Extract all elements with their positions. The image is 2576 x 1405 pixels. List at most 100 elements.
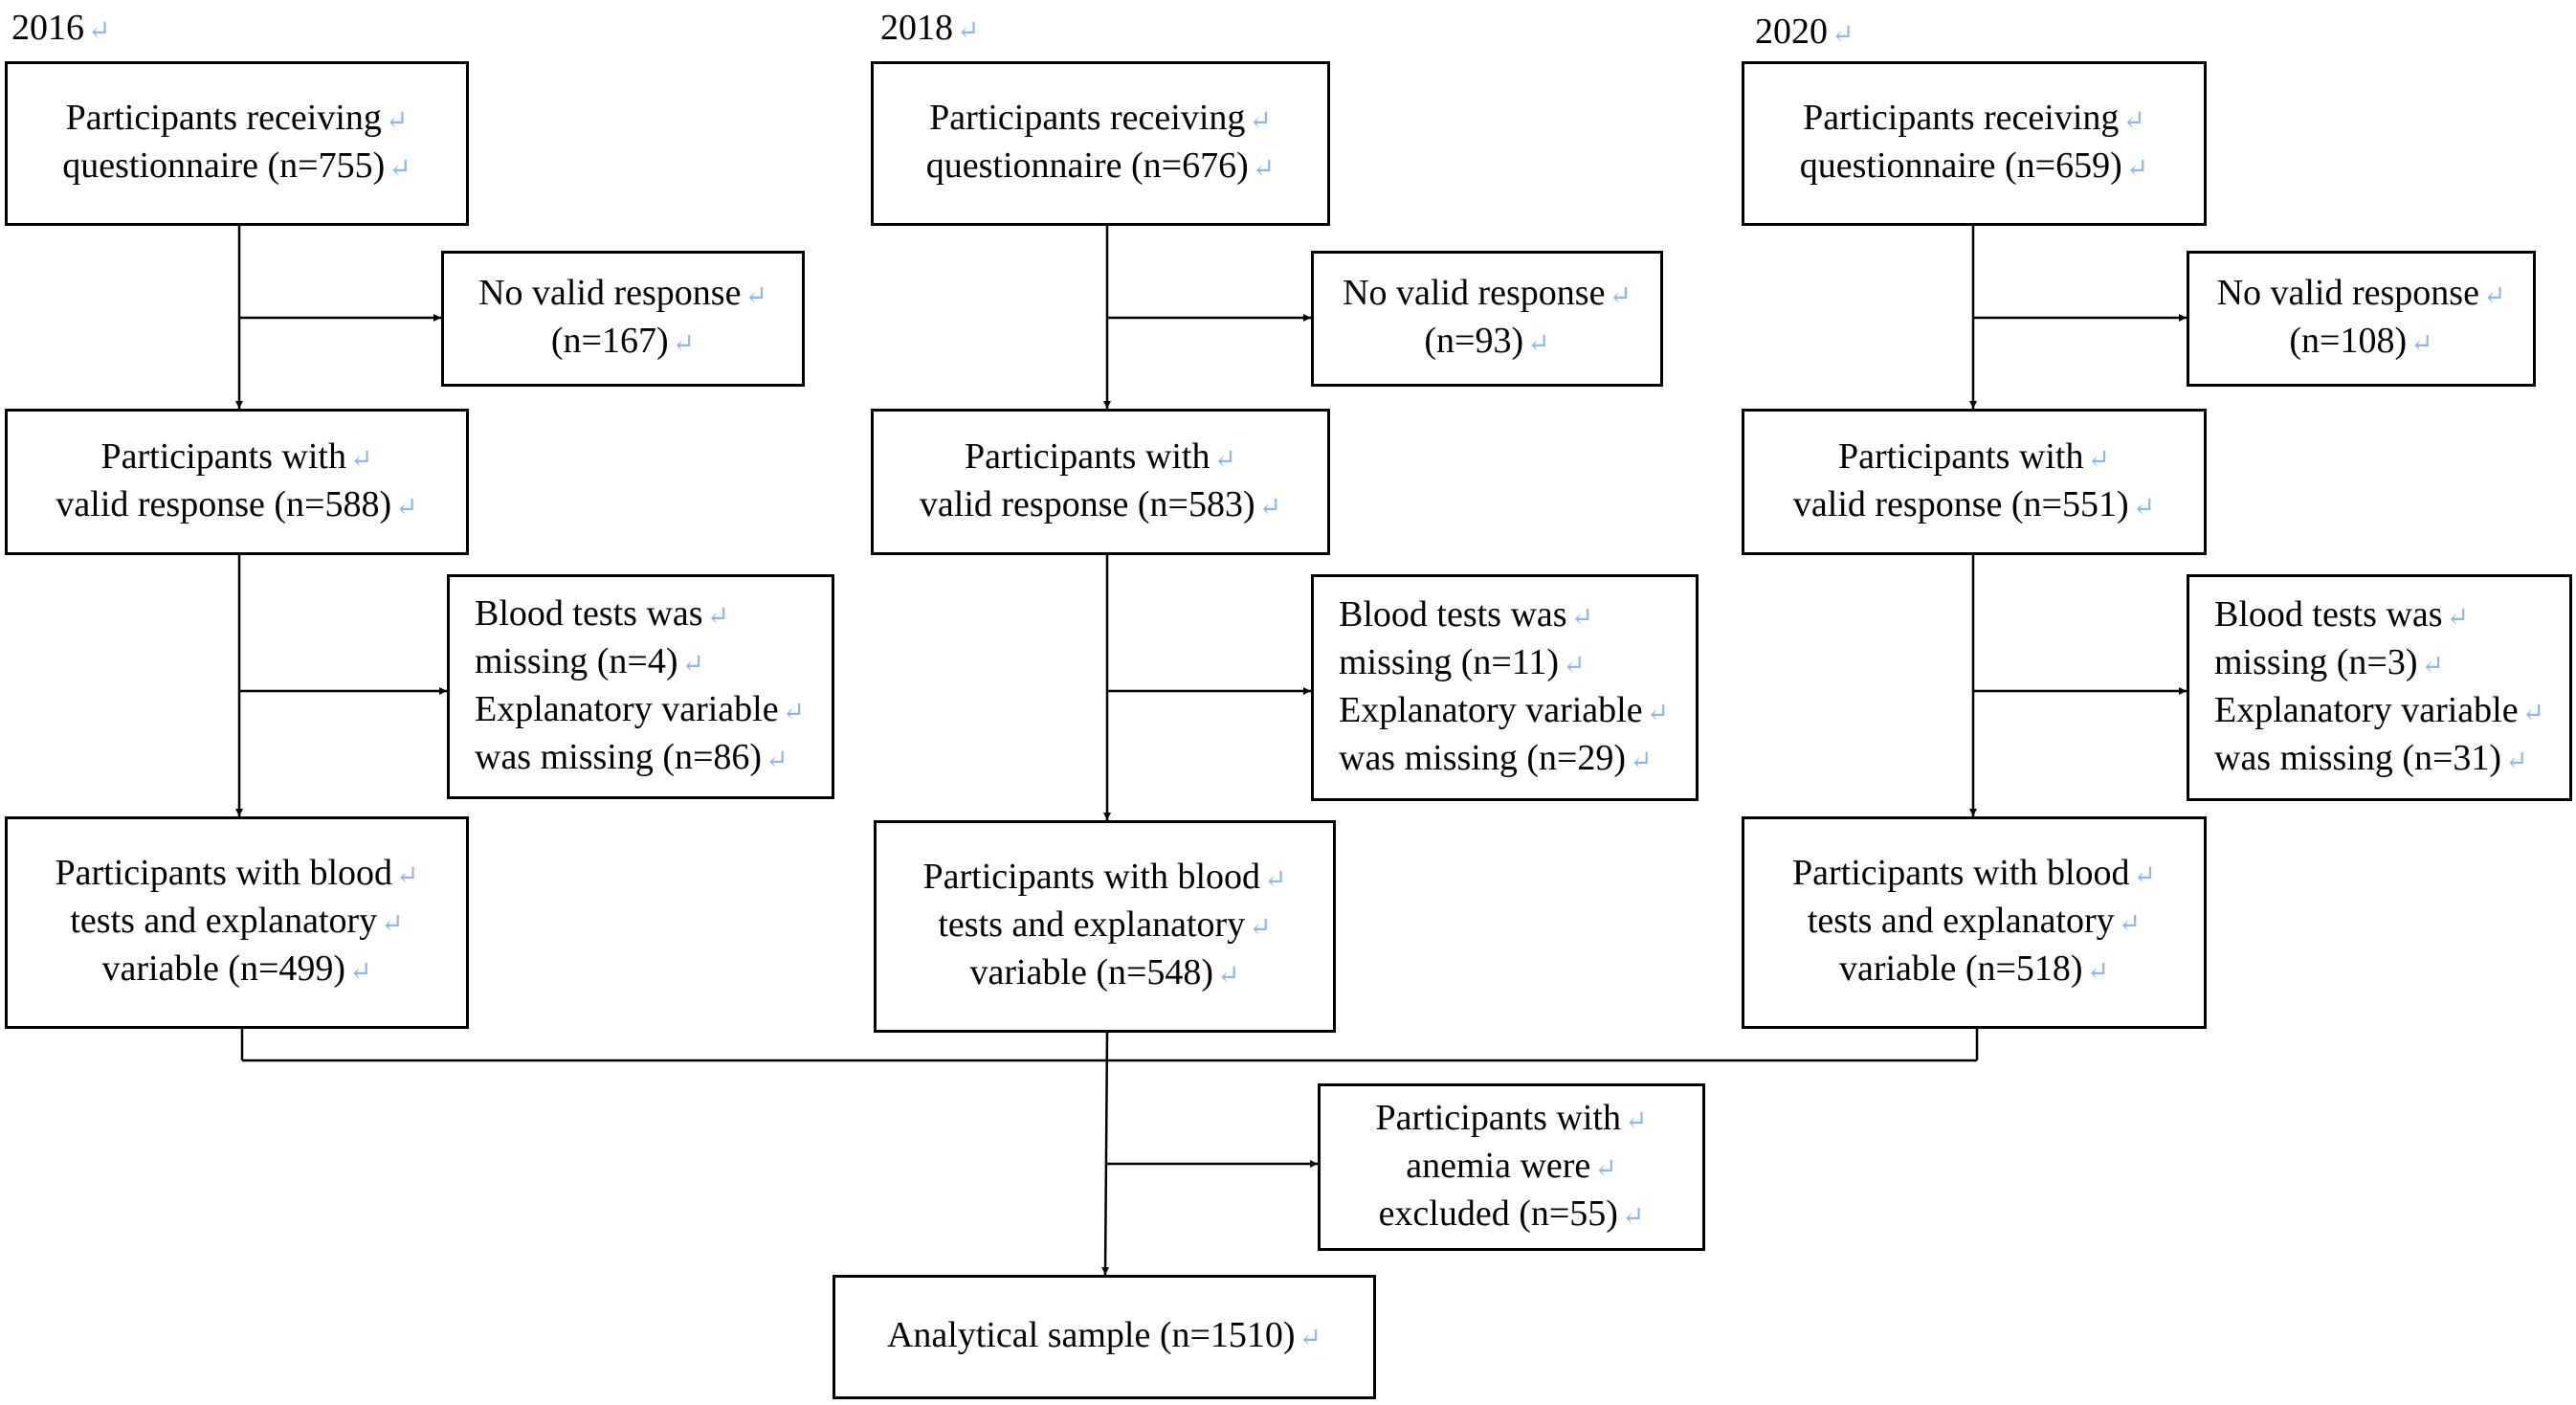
paragraph-mark: ↵ bbox=[381, 909, 404, 939]
box-text: Participants with bbox=[100, 435, 346, 477]
box-valid-2020: Participants with↵valid response (n=551)… bbox=[1742, 409, 2207, 555]
box-text: Participants with bbox=[965, 435, 1210, 477]
box-missing-2020: Blood tests was↵missing (n=3)↵Explanator… bbox=[2187, 574, 2572, 801]
box-text-line: Participants with blood↵ bbox=[923, 855, 1287, 903]
box-text-line: was missing (n=86)↵ bbox=[475, 735, 788, 783]
box-text-line: valid response (n=588)↵ bbox=[56, 482, 417, 530]
box-text-line: Participants receiving↵ bbox=[66, 96, 409, 144]
paragraph-mark: ↵ bbox=[1213, 444, 1236, 475]
paragraph-mark: ↵ bbox=[1625, 1105, 1648, 1136]
box-valid-2016: Participants with↵ valid response (n=588)… bbox=[5, 409, 469, 555]
paragraph-mark: ↵ bbox=[744, 281, 767, 311]
box-text-line: Participants with↵ bbox=[1838, 435, 2110, 482]
box-text-line: valid response (n=583)↵ bbox=[920, 482, 1281, 530]
box-text: Participants with blood bbox=[922, 857, 1261, 897]
box-text: Participants receiving bbox=[929, 98, 1246, 138]
box-text-line: (n=167)↵ bbox=[551, 319, 695, 367]
box-text: Participants with bbox=[1838, 435, 2084, 477]
box-text: excluded (n=55) bbox=[1378, 1193, 1618, 1234]
year-label-2018: 2018↵ bbox=[880, 8, 980, 48]
box-text: No valid response bbox=[2216, 273, 2479, 313]
paragraph-mark: ↵ bbox=[766, 745, 788, 775]
paragraph-mark: ↵ bbox=[385, 106, 409, 136]
box-text: Analytical sample (n=1510) bbox=[886, 1315, 1296, 1355]
box-text: Blood tests was bbox=[2214, 593, 2443, 635]
box-text-line: missing (n=11)↵ bbox=[1339, 640, 1586, 688]
paragraph-mark: ↵ bbox=[2122, 106, 2145, 136]
paragraph-mark: ↵ bbox=[1299, 1324, 1322, 1353]
box-text: questionnaire (n=659) bbox=[1799, 145, 2122, 186]
box-text-line: tests and explanatory↵ bbox=[1808, 899, 2141, 947]
paragraph-mark: ↵ bbox=[1630, 746, 1653, 776]
box-text: Participants with bbox=[1375, 1097, 1621, 1138]
year-label-2016: 2016↵ bbox=[11, 8, 111, 48]
box-text: Explanatory variable bbox=[2214, 689, 2519, 730]
box-text-line: Explanatory variable↵ bbox=[2214, 688, 2544, 736]
box-text-line: anemia were↵ bbox=[1406, 1144, 1617, 1192]
box-text-line: No valid response↵ bbox=[2217, 271, 2506, 319]
paragraph-mark: ↵ bbox=[1527, 329, 1550, 359]
box-text-line: Participants with blood↵ bbox=[1792, 851, 2156, 899]
box-text: Blood tests was bbox=[475, 592, 703, 634]
box-text-line: variable (n=499)↵ bbox=[101, 947, 371, 994]
box-text-line: was missing (n=31)↵ bbox=[2214, 736, 2528, 784]
box-text-line: variable (n=518)↵ bbox=[1839, 947, 2109, 994]
paragraph-mark: ↵ bbox=[2087, 444, 2110, 475]
paragraph-mark: ↵ bbox=[2125, 154, 2149, 184]
paragraph-mark: ↵ bbox=[389, 154, 411, 184]
box-text: No valid response bbox=[478, 273, 742, 313]
paragraph-mark: ↵ bbox=[1646, 698, 1670, 728]
paragraph-mark: ↵ bbox=[1252, 154, 1276, 184]
box-text: variable (n=548) bbox=[969, 952, 1214, 992]
paragraph-mark: ↵ bbox=[706, 601, 730, 632]
arrow-to-analytical bbox=[1101, 1032, 1110, 1276]
box-text: was missing (n=29) bbox=[1339, 737, 1627, 778]
box-text: Explanatory variable bbox=[475, 688, 779, 729]
box-text: missing (n=4) bbox=[475, 640, 678, 681]
box-text-line: (n=108)↵ bbox=[2289, 319, 2432, 367]
box-text: (n=93) bbox=[1424, 321, 1524, 361]
box-no-valid-2020: No valid response↵(n=108)↵ bbox=[2187, 251, 2536, 387]
box-text: Blood tests was bbox=[1339, 593, 1567, 635]
paragraph-mark: ↵ bbox=[681, 649, 704, 680]
paragraph-mark: ↵ bbox=[1570, 602, 1594, 633]
paragraph-mark: ↵ bbox=[2446, 602, 2470, 633]
box-text: questionnaire (n=755) bbox=[62, 145, 386, 186]
box-text: missing (n=3) bbox=[2214, 641, 2418, 682]
box-analytical-sample: Analytical sample (n=1510)↵ bbox=[833, 1275, 1376, 1399]
box-text-line: (n=93)↵ bbox=[1424, 319, 1549, 367]
box-text: valid response (n=588) bbox=[56, 483, 392, 524]
box-missing-2018: Blood tests was↵missing (n=11)↵Explanato… bbox=[1311, 574, 1699, 801]
paragraph-mark: ↵ bbox=[1594, 1153, 1617, 1184]
box-text: Explanatory variable bbox=[1339, 689, 1643, 730]
box-text-line: was missing (n=29)↵ bbox=[1339, 736, 1653, 784]
paragraph-mark: ↵ bbox=[2482, 281, 2506, 311]
box-anemia-excluded: Participants with↵anemia were↵excluded (… bbox=[1318, 1083, 1705, 1251]
box-text-line: variable (n=548)↵ bbox=[969, 950, 1239, 998]
box-text: (n=108) bbox=[2289, 321, 2408, 361]
box-text-line: valid response (n=551)↵ bbox=[1793, 482, 2155, 530]
box-final-2020: Participants with blood↵tests and explan… bbox=[1742, 816, 2207, 1029]
box-text-line: Blood tests was↵ bbox=[1339, 592, 1593, 640]
year-label-2020: 2020↵ bbox=[1755, 11, 1854, 52]
box-received-2016: Participants receiving↵questionnaire (n=… bbox=[5, 61, 469, 226]
box-text-line: questionnaire (n=755)↵ bbox=[62, 144, 411, 191]
box-final-2018: Participants with blood↵tests and explan… bbox=[874, 820, 1336, 1033]
box-text: tests and explanatory bbox=[70, 901, 378, 941]
box-text-line: Analytical sample (n=1510)↵ bbox=[887, 1313, 1321, 1361]
paragraph-mark: ↵ bbox=[1249, 913, 1272, 943]
box-text: (n=167) bbox=[550, 321, 669, 361]
box-text-line: excluded (n=55)↵ bbox=[1379, 1192, 1645, 1239]
box-no-valid-2016: No valid response↵ (n=167)↵ bbox=[441, 251, 805, 387]
paragraph-mark: ↵ bbox=[1609, 281, 1632, 311]
paragraph-mark: ↵ bbox=[1258, 492, 1282, 523]
paragraph-mark: ↵ bbox=[350, 444, 373, 475]
box-text: Participants receiving bbox=[1803, 98, 2120, 138]
box-text-line: missing (n=4)↵ bbox=[475, 639, 704, 687]
paragraph-mark: ↵ bbox=[349, 957, 372, 987]
paragraph-mark: ↵ bbox=[396, 861, 419, 891]
box-text: valid response (n=583) bbox=[919, 483, 1255, 524]
box-text-line: Explanatory variable↵ bbox=[475, 687, 805, 735]
